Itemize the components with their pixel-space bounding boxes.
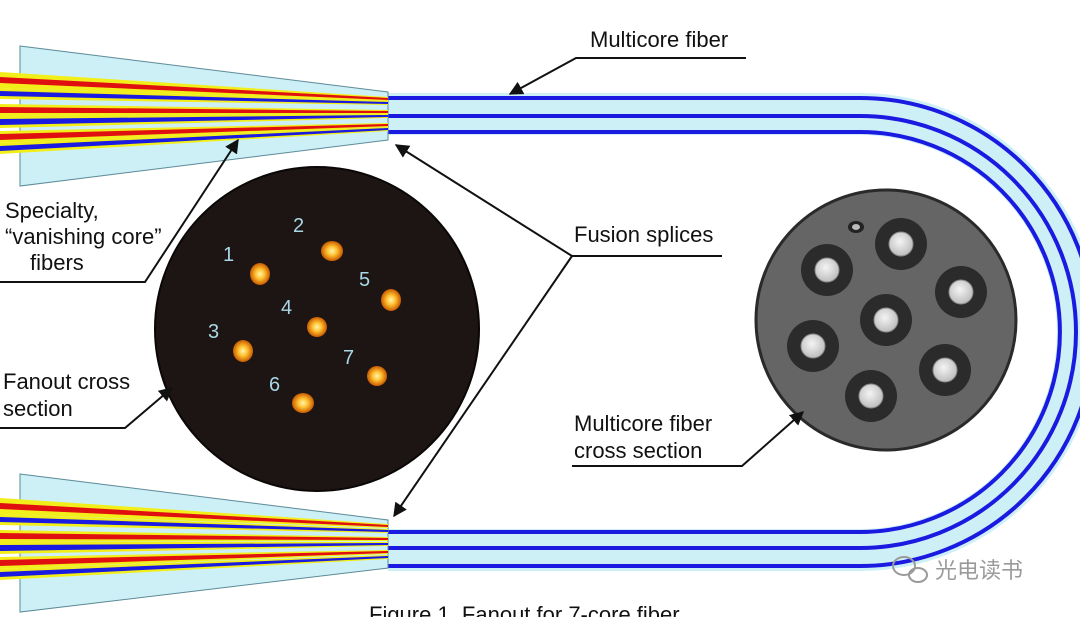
core-number-1: 1 <box>223 244 234 266</box>
glow-core-7 <box>367 366 387 386</box>
label-fusion-splices: Fusion splices <box>574 222 713 247</box>
glow-core-1 <box>250 263 270 285</box>
label-fanout-line2: section <box>3 396 73 421</box>
core-number-3: 3 <box>208 321 219 343</box>
mcf-core-lower-left <box>787 320 839 372</box>
label-multicore-fiber: Multicore fiber <box>590 27 728 52</box>
bottom-fanout-bundle <box>0 473 389 613</box>
core-number-6: 6 <box>269 374 280 396</box>
mcf-core-top <box>875 218 927 270</box>
fiber-stripe-middle <box>388 114 1078 550</box>
label-specialty-line1: Specialty, <box>5 198 99 223</box>
glow-core-2 <box>321 241 343 261</box>
fiber-stripe-outer <box>388 96 1080 568</box>
mcf-core-upper-left <box>801 244 853 296</box>
watermark: 光电读书 <box>892 556 1023 584</box>
callout-lines <box>0 57 805 518</box>
multicore-cross-section <box>754 188 1018 452</box>
mcf-core-upper-right <box>935 266 987 318</box>
core-number-2: 2 <box>293 215 304 237</box>
mcf-small-marker <box>848 221 864 233</box>
multicore-fiber-loop <box>388 93 1080 571</box>
top-fanout-bundle <box>0 45 389 187</box>
fanout-cross-section: 1 2 3 4 5 6 7 <box>154 166 480 492</box>
label-mcf-cross-line2: cross section <box>574 438 702 463</box>
mcf-core-lower-right <box>919 344 971 396</box>
specialty-leader <box>0 138 239 283</box>
bundle-fibers <box>0 498 388 580</box>
watermark-text: 光电读书 <box>935 559 1023 584</box>
multicore-fiber-leader <box>508 57 746 95</box>
core-number-4: 4 <box>281 297 292 319</box>
glow-core-3 <box>233 340 253 362</box>
core-number-5: 5 <box>359 269 370 291</box>
fanout-leader <box>0 387 174 429</box>
figure-caption: Figure 1. Fanout for 7-core fiber <box>369 602 680 617</box>
label-specialty-line3: fibers <box>30 250 84 275</box>
mcf-core-bottom <box>845 370 897 422</box>
mcf-core-center <box>860 294 912 346</box>
fiber-stripe-inner <box>388 130 1062 534</box>
glow-core-6 <box>292 393 314 413</box>
wechat-icon <box>892 556 928 583</box>
fusion-bottom-leader <box>393 255 573 518</box>
labels: Multicore fiber Specialty, “vanishing co… <box>3 27 728 463</box>
bundle-fibers <box>0 72 388 154</box>
glow-core-4 <box>307 317 327 337</box>
label-mcf-cross-line1: Multicore fiber <box>574 411 712 436</box>
label-specialty-line2: “vanishing core” <box>5 224 162 249</box>
mcf-cross-leader <box>572 411 805 467</box>
label-fanout-line1: Fanout cross <box>3 369 130 394</box>
glow-core-5 <box>381 289 401 311</box>
core-number-7: 7 <box>343 347 354 369</box>
